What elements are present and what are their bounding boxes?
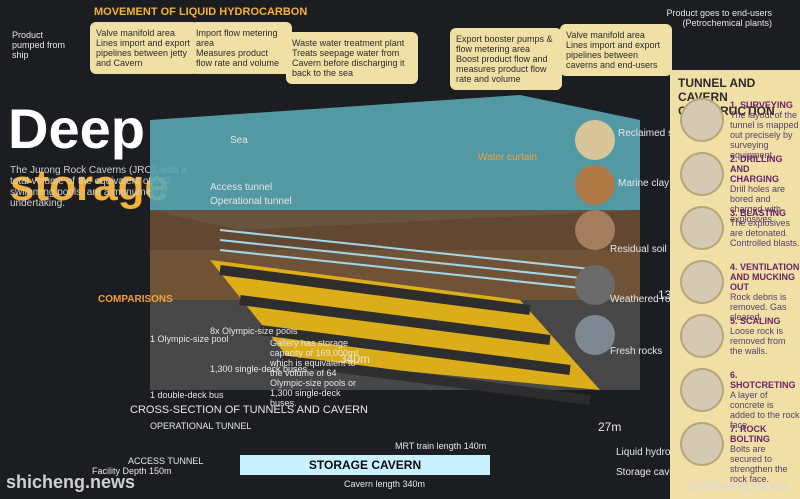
step-1: 1. SURVEYING The layout of the tunnel is… [680, 98, 799, 160]
access-tunnel-label: Access tunnel [210, 182, 273, 193]
weathered-rocks-circle [575, 265, 615, 305]
page-title: Deep storage [8, 96, 169, 211]
box-title: Valve manifold area [566, 30, 645, 40]
construction-panel: TUNNEL AND CAVERN CONSTRUCTION 1. SURVEY… [670, 70, 800, 499]
box-waste-water: Waste water treatment plant Treats seepa… [286, 32, 418, 84]
marine-clay-circle [575, 165, 615, 205]
step-text: Rock debris is removed. Gas cleared. [730, 292, 787, 322]
facility-depth-label: Facility Depth 150m [92, 466, 172, 476]
scaling-icon [680, 314, 724, 358]
storage-cavern-cs: STORAGE CAVERN [240, 455, 490, 475]
fresh-rocks-circle [575, 315, 615, 355]
step-title: 7. ROCK BOLTING [730, 424, 770, 444]
subtitle: The Jurong Rock Caverns (JRC), with a to… [10, 165, 187, 209]
box-title: Import flow metering area [196, 28, 278, 48]
end-users-label: Product goes to end-users (Petrochemical… [666, 8, 772, 28]
reclaimed-sand-circle [575, 120, 615, 160]
step-text: The layout of the tunnel is mapped out p… [730, 110, 799, 160]
access-tunnel-cs: ACCESS TUNNEL [128, 456, 204, 466]
box-text: Boost product flow and measures product … [456, 54, 548, 84]
operational-tunnel-cs: OPERATIONAL TUNNEL [150, 421, 252, 431]
step-title: 2. DRILLING AND CHARGING [730, 154, 783, 184]
buses-1300-label: 1,300 single-deck buses [210, 364, 308, 374]
box-text: Measures product flow rate and volume [196, 48, 280, 68]
step-title: 3. BLASTING [730, 208, 787, 218]
double-deck-label: 1 double-deck bus [150, 390, 224, 400]
step-3: 3. BLASTING The explosives are detonated… [680, 206, 800, 256]
rock-bolting-icon [680, 422, 724, 466]
box-export-booster: Export booster pumps & flow metering are… [450, 28, 562, 90]
box-valve-manifold-1: Valve manifold area Lines import and exp… [90, 22, 198, 74]
step-6: 6. SHOTCRETING A layer of concrete is ad… [680, 368, 800, 430]
tube-1 [219, 265, 531, 315]
box-text: Lines import and export pipelines betwee… [96, 38, 191, 68]
step-text: Loose rock is removed from the walls. [730, 326, 786, 356]
step-title: 4. VENTILATION AND MUCKING OUT [730, 262, 800, 292]
step-5: 5. SCALING Loose rock is removed from th… [680, 314, 790, 364]
title-line2: storage [10, 161, 169, 210]
tube-3 [259, 325, 571, 375]
step-text: Bolts are secured to strengthen the rock… [730, 444, 788, 484]
box-text: Treats seepage water from Cavern before … [292, 48, 405, 78]
length-340m-label: 340m [340, 352, 371, 366]
step-text: The explosives are detonated. Controlled… [730, 218, 800, 248]
marine-layer [150, 210, 640, 250]
marine-clay-label: Marine clay [618, 178, 670, 189]
cavern-length-label: Cavern length 340m [344, 479, 426, 489]
residual-soil-label: Residual soil [610, 244, 667, 255]
tube-4 [279, 355, 591, 405]
step-2: 2. DRILLING AND CHARGING Drill holes are… [680, 152, 790, 224]
shotcreting-icon [680, 368, 724, 412]
product-pumped-label: Product pumped from ship [12, 30, 66, 60]
liquid-hydrocarbon-label: Liquid hydrocarbon [616, 447, 702, 458]
sea-label: Sea [230, 135, 248, 146]
operational-tunnel-label: Operational tunnel [210, 196, 292, 207]
box-import-flow: Import flow metering area Measures produ… [190, 22, 292, 74]
olympic-pool-label: 1 Olympic-size pool [150, 334, 229, 344]
step-text: Drill holes are bored and charged with e… [730, 184, 786, 224]
mrt-train-length-label: MRT train length 140m [395, 441, 487, 451]
gallery-capacity-text: Gallery has storage capacity of 169,000m… [270, 338, 359, 408]
watermark-right: shicheng.news [687, 477, 788, 493]
box-text: Lines import and export pipelines betwee… [566, 40, 661, 70]
storage-cavern-label: Storage cavern [616, 467, 684, 478]
tube-2 [239, 295, 551, 345]
watermark-left: shicheng.news [6, 472, 136, 492]
ventilation-icon [680, 260, 724, 304]
step-4: 4. VENTILATION AND MUCKING OUT Rock debr… [680, 260, 799, 322]
step-7: 7. ROCK BOLTING Bolts are secured to str… [680, 422, 790, 484]
box-title: Export booster pumps & flow metering are… [456, 34, 553, 54]
cross-section-title: CROSS-SECTION OF TUNNELS AND CAVERN [130, 404, 368, 416]
height-27m-label: 27m [598, 420, 622, 434]
fresh-rocks-label: Fresh rocks [610, 346, 663, 357]
residual-soil-circle [575, 210, 615, 250]
title-line1: Deep [8, 97, 145, 160]
weathered-rocks-label: Weathered rocks [610, 294, 686, 305]
eight-pools-label: 8x Olympic-size pools [210, 326, 298, 336]
water-curtain-label: Water curtain [478, 152, 538, 163]
movement-title: MOVEMENT OF LIQUID HYDROCARBON [94, 6, 308, 18]
step-title: 5. SCALING [730, 316, 781, 326]
comparisons-title: COMPARISONS [98, 294, 173, 305]
box-title: Waste water treatment plant [292, 38, 405, 48]
surveying-icon [680, 98, 724, 142]
sea-area [150, 95, 640, 230]
step-title: 6. SHOTCRETING [730, 370, 796, 390]
blasting-icon [680, 206, 724, 250]
box-title: Valve manifold area [96, 28, 175, 38]
step-text: A layer of concrete is added to the rock… [730, 390, 800, 430]
drilling-icon [680, 152, 724, 196]
water-curtain [219, 229, 601, 291]
reclaimed-sand-label: Reclaimed sand [618, 128, 690, 139]
caverns [210, 260, 600, 405]
step-title: 1. SURVEYING [730, 100, 793, 110]
box-valve-manifold-2: Valve manifold area Lines import and exp… [560, 24, 672, 76]
